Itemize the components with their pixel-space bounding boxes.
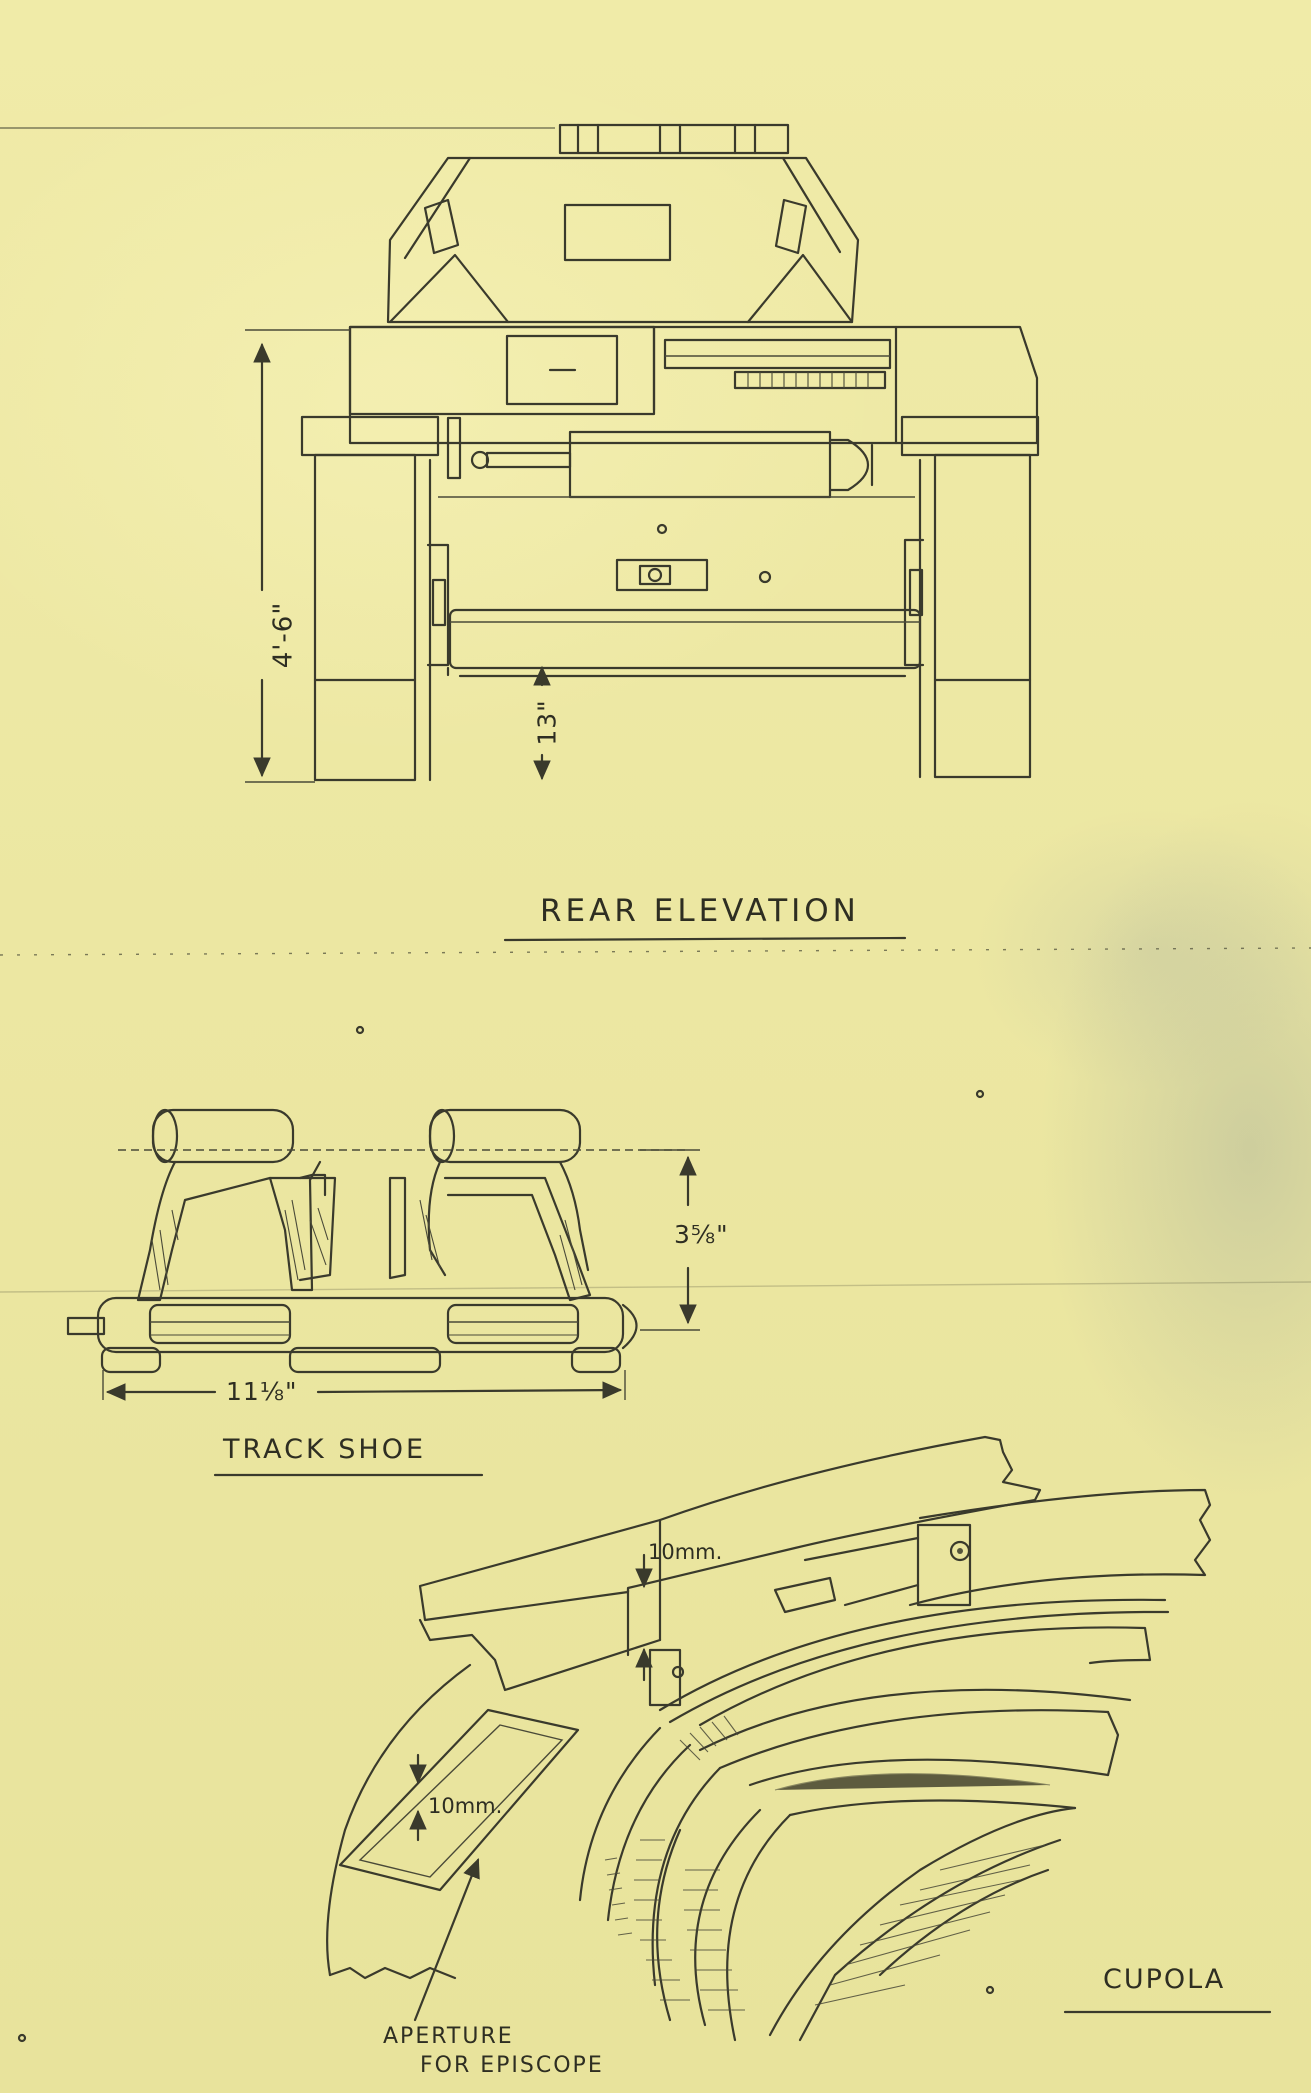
shoe-height-dimension: 3⅝" [674,1220,729,1249]
track-shoe-drawing [66,1108,700,1477]
ground-clearance-dimension: 13" [532,699,562,746]
cupola-side-thickness-dimension: 10mm. [428,1794,503,1818]
rear-elevation-drawing [245,123,1040,942]
aperture-note-line2: FOR EPISCOPE [420,2053,604,2078]
cupola-drawing [17,1025,1272,2043]
fold-lines [0,127,1311,1293]
track-shoe-title: TRACK SHOE [223,1434,427,1465]
overall-height-dimension: 4'-6" [268,601,299,669]
aperture-note-line1: APERTURE [383,2024,514,2049]
shoe-length-dimension: 11⅛" [226,1377,298,1406]
cupola-title: CUPOLA [1103,1964,1226,1995]
cupola-top-thickness-dimension: 10mm. [648,1540,723,1564]
rear-elevation-title: REAR ELEVATION [540,893,860,929]
